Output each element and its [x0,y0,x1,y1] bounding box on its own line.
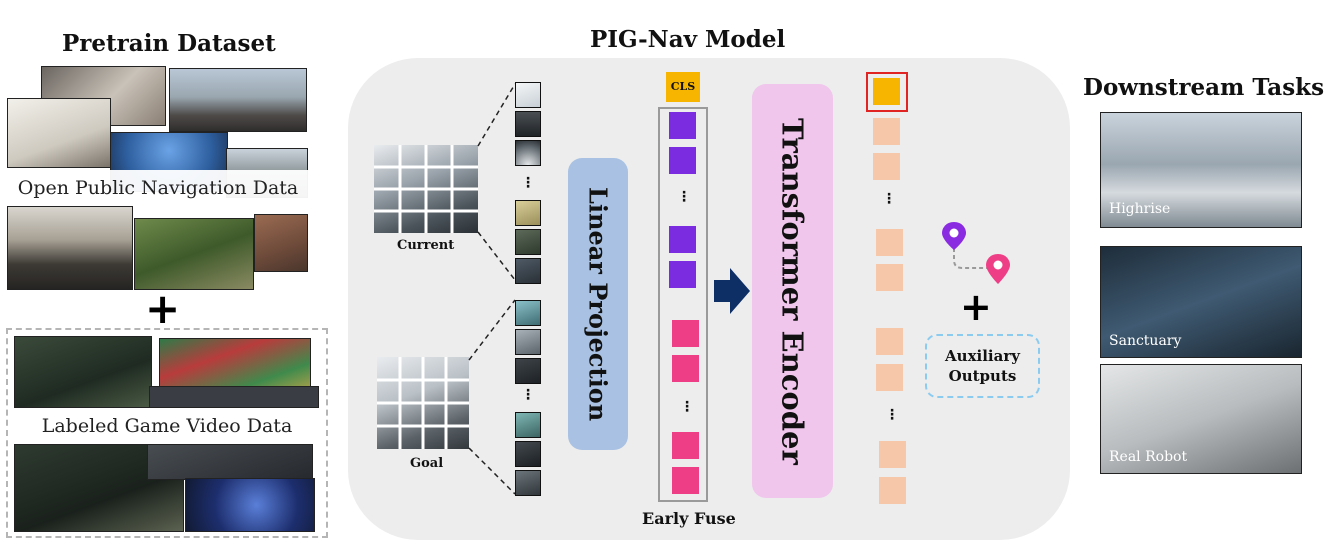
output-token-ellipsis-1: ⋮ [882,191,896,207]
current-patch-2 [515,111,541,137]
goal-token-4 [672,467,699,494]
transformer-encoder-block: Transformer Encoder [752,84,833,498]
goal-token-3 [672,432,699,459]
current-token-3 [669,226,696,253]
output-token-4 [876,264,903,291]
game-data-box [6,328,328,538]
output-token-5 [876,328,903,355]
goal-label: Goal [410,456,444,471]
current-token-4 [669,261,696,288]
output-cls-token [873,78,900,105]
task-frame-highrise: Highrise [1100,112,1302,228]
current-image [374,145,478,233]
game-data-collage: Labeled Game Video Data [14,336,320,532]
current-patch-grid [374,145,478,233]
output-token-7 [879,441,906,468]
goal-patch-3 [515,358,541,384]
goal-patch-6 [515,470,541,496]
game-frame-portal [185,478,315,532]
current-token-1 [669,112,696,139]
goal-patch-1 [515,300,541,326]
goal-patch-4 [515,412,541,438]
output-token-1 [873,118,900,145]
task-label-highrise: Highrise [1109,201,1171,217]
center-plus: + [960,285,992,329]
patch-connectors [468,83,516,495]
game-frame-fight [147,444,313,480]
current-token-2 [669,147,696,174]
current-patch-1 [515,82,541,108]
model-panel [348,58,1070,540]
task-frame-real-robot: Real Robot [1100,364,1302,474]
photo-kitchen [7,98,111,168]
task-frame-sanctuary: Sanctuary [1100,246,1302,358]
early-fuse-label: Early Fuse [642,509,736,528]
goal-patch-ellipsis: ⋮ [521,387,535,403]
pretrain-dataset-title: Pretrain Dataset [62,30,276,57]
current-patch-5 [515,229,541,255]
linear-projection-block: Linear Projection [568,158,628,450]
early-fuse-bracket [658,107,708,502]
output-token-6 [876,364,903,391]
goal-patch-5 [515,441,541,467]
goal-token-1 [672,320,699,347]
photo-brick-path [254,214,308,272]
goal-patch-grid [377,357,469,449]
game-frame-jungle [14,336,152,408]
photo-forest [134,218,254,290]
goal-patch-2 [515,329,541,355]
left-plus: + [145,284,181,333]
start-marker-icon [942,222,966,250]
task-label-sanctuary: Sanctuary [1109,333,1182,349]
current-patch-ellipsis: ⋮ [521,175,535,191]
output-cls-highlight [866,72,908,112]
task-label-real-robot: Real Robot [1109,449,1188,465]
current-patch-3 [515,140,541,166]
open-data-collage: Open Public Navigation Data [6,66,310,290]
arrow-right-icon [714,268,750,314]
goal-marker-icon [986,254,1010,284]
goal-image [377,357,469,449]
goal-token-2 [672,355,699,382]
current-token-ellipsis: ⋮ [677,189,691,205]
goal-token-ellipsis: ⋮ [680,399,694,415]
current-patch-4 [515,200,541,226]
output-token-3 [876,229,903,256]
cls-token-label: CLS [670,80,696,93]
cls-token: CLS [666,72,700,102]
output-token-8 [879,477,906,504]
output-token-ellipsis-2: ⋮ [885,407,899,423]
output-token-2 [873,153,900,180]
navigation-path-icon [942,222,1010,284]
game-frame-dark [149,386,319,408]
auxiliary-outputs-label: Auxiliary Outputs [945,347,1020,385]
photo-corridor [7,206,133,290]
downstream-tasks-title: Downstream Tasks [1083,74,1325,101]
game-data-label: Labeled Game Video Data [14,408,320,444]
auxiliary-outputs-box: Auxiliary Outputs [925,334,1040,398]
photo-city-street [169,68,307,132]
current-patch-6 [515,258,541,284]
model-title: PIG-Nav Model [590,26,786,53]
open-data-label: Open Public Navigation Data [6,170,310,206]
current-label: Current [397,238,455,253]
